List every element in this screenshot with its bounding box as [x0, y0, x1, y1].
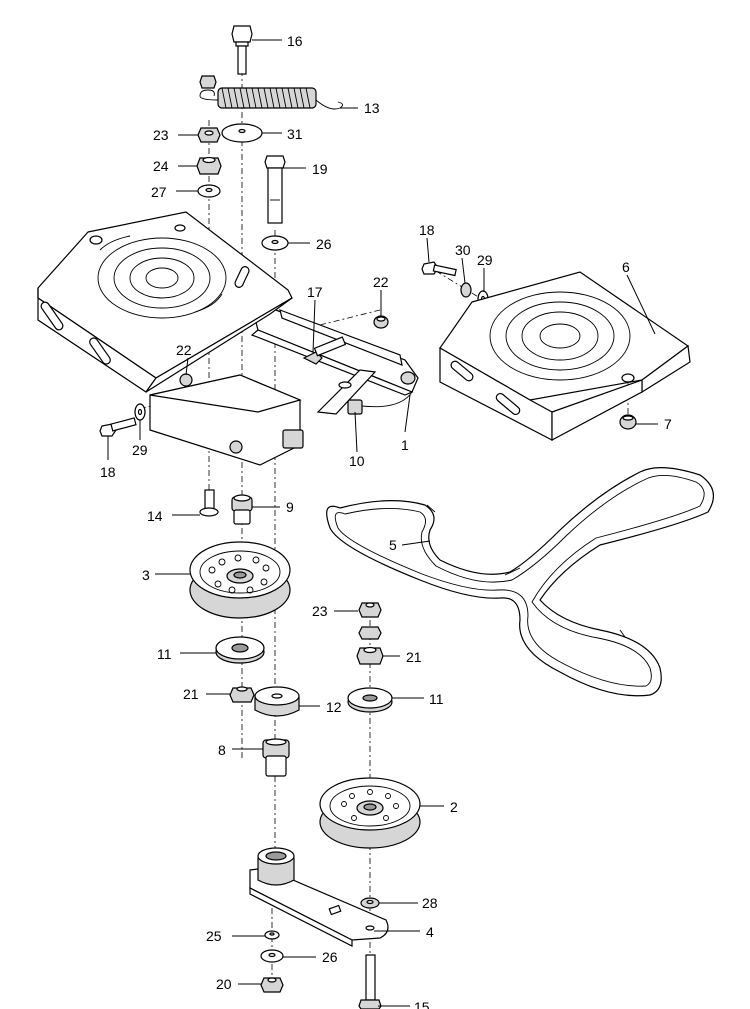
callout-23-right: 23	[312, 603, 328, 619]
callout-2: 2	[450, 799, 458, 815]
washer-28	[360, 897, 380, 909]
callout-7: 7	[664, 416, 672, 432]
spring-nut	[199, 75, 217, 89]
belt-5	[326, 467, 715, 697]
washer-29-left	[134, 403, 146, 421]
callout-29-left: 29	[132, 442, 148, 458]
bolt-16	[231, 25, 253, 75]
washer-25	[264, 930, 280, 940]
bolt-18-left	[99, 417, 137, 437]
spacer-11-left	[215, 636, 265, 664]
callout-12: 12	[326, 699, 342, 715]
callout-5: 5	[389, 537, 397, 553]
spring-13	[199, 87, 343, 110]
spacer-12	[254, 686, 300, 717]
callout-1: 1	[401, 437, 409, 453]
washer-26-upper	[261, 235, 289, 251]
callout-9: 9	[286, 499, 294, 515]
callout-10: 10	[349, 453, 365, 469]
callout-26-lower: 26	[322, 949, 338, 965]
pulley-3	[189, 541, 291, 619]
callout-17: 17	[307, 284, 323, 300]
rivet-14	[199, 489, 219, 517]
pulley-2	[319, 777, 421, 849]
callout-31: 31	[287, 126, 303, 142]
callout-22-right: 22	[373, 274, 389, 290]
callout-21-right: 21	[406, 649, 422, 665]
washer-26-lower	[260, 949, 284, 963]
spacer-11-right	[347, 687, 393, 713]
bolt-17	[302, 336, 347, 365]
callout-11-left: 11	[157, 646, 172, 662]
callout-30: 30	[455, 242, 471, 258]
washer-31	[221, 123, 263, 143]
bolt-18-right	[421, 261, 457, 277]
callout-24: 24	[153, 158, 169, 174]
grommet-22-right	[373, 315, 389, 329]
bushing-8	[262, 738, 290, 777]
callout-23-top: 23	[153, 127, 169, 143]
bolt-19	[264, 155, 286, 224]
callout-8: 8	[218, 742, 226, 758]
mount-plate-left	[37, 211, 293, 393]
callout-26-upper: 26	[316, 236, 332, 252]
nut-23-right	[358, 602, 382, 618]
callout-27: 27	[151, 184, 167, 200]
washer-27	[197, 184, 221, 198]
lockwasher-30	[460, 282, 472, 298]
callout-16: 16	[287, 33, 303, 49]
bolt-15	[358, 954, 382, 1009]
callout-11-right: 11	[429, 691, 444, 707]
callout-13: 13	[364, 100, 380, 116]
callout-25: 25	[206, 928, 222, 944]
bushing-9	[231, 494, 253, 525]
nut-20	[260, 977, 284, 993]
callout-15: 15	[414, 999, 430, 1009]
grommet-7	[619, 414, 637, 430]
nut-21-left	[229, 686, 255, 703]
cover-6	[439, 271, 691, 441]
callout-29-right: 29	[477, 252, 493, 268]
idler-arm-4	[249, 847, 389, 947]
callout-18-right: 18	[419, 222, 435, 238]
callout-21-left: 21	[183, 686, 199, 702]
nut-21-right	[356, 646, 384, 665]
nut-24	[196, 156, 222, 175]
callout-14: 14	[147, 508, 163, 524]
assembly-axes	[134, 70, 629, 1000]
leader-lines	[107, 39, 658, 1007]
callout-19: 19	[312, 161, 328, 177]
callout-22-left: 22	[176, 342, 192, 358]
washer-small-right	[358, 626, 382, 640]
callout-labels: 16 13 23 31 24 19 27 26 18 30 29 6 22 17…	[100, 33, 672, 1009]
callout-4: 4	[426, 924, 434, 940]
callout-20: 20	[216, 976, 232, 992]
callout-18-left: 18	[100, 464, 116, 480]
callout-3: 3	[142, 567, 150, 583]
nut-23-top	[197, 127, 221, 143]
grommet-22-left	[179, 373, 193, 387]
callout-28: 28	[422, 895, 438, 911]
callout-6: 6	[622, 259, 630, 275]
